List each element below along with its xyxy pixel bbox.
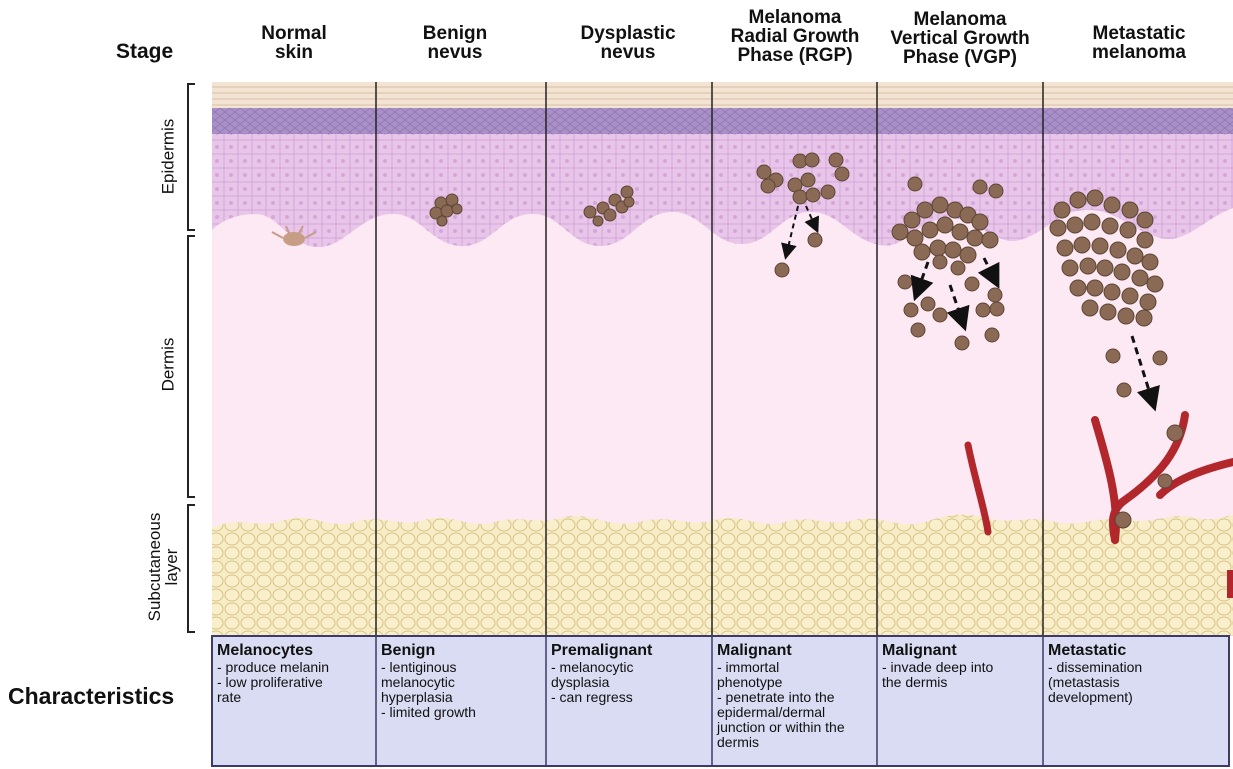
- characteristics-title: Malignant: [882, 642, 1038, 660]
- characteristics-text: - invade deep into the dermis: [882, 660, 1038, 690]
- characteristics-cell-rgp: Malignant - immortal phenotype - penetra…: [712, 636, 877, 764]
- characteristics-title: Melanocytes: [217, 642, 371, 660]
- characteristics-text: - dissemination (metastasis development): [1048, 660, 1224, 705]
- characteristics-cell-normal: Melanocytes - produce melanin - low prol…: [212, 636, 376, 764]
- layer-label-subcutaneous: Subcutaneous layer: [146, 507, 180, 627]
- characteristics-cell-vgp: Malignant - invade deep into the dermis: [877, 636, 1043, 764]
- characteristics-cell-metastatic: Metastatic - dissemination (metastasis d…: [1043, 636, 1229, 764]
- characteristics-label: Characteristics: [8, 683, 174, 710]
- characteristics-text: - lentiginous melanocytic hyperplasia - …: [381, 660, 541, 720]
- characteristics-cell-benign: Benign - lentiginous melanocytic hyperpl…: [376, 636, 546, 764]
- characteristics-title: Benign: [381, 642, 541, 660]
- layer-label-epidermis: Epidermis: [160, 107, 177, 207]
- characteristics-title: Premalignant: [551, 642, 707, 660]
- characteristics-text: - produce melanin - low proliferative ra…: [217, 660, 371, 705]
- layer-label-dermis: Dermis: [160, 315, 177, 415]
- characteristics-cell-dysplastic: Premalignant - melanocytic dysplasia - c…: [546, 636, 712, 764]
- characteristics-title: Metastatic: [1048, 642, 1224, 660]
- characteristics-text: - melanocytic dysplasia - can regress: [551, 660, 707, 705]
- characteristics-title: Malignant: [717, 642, 872, 660]
- characteristics-text: - immortal phenotype - penetrate into th…: [717, 660, 872, 750]
